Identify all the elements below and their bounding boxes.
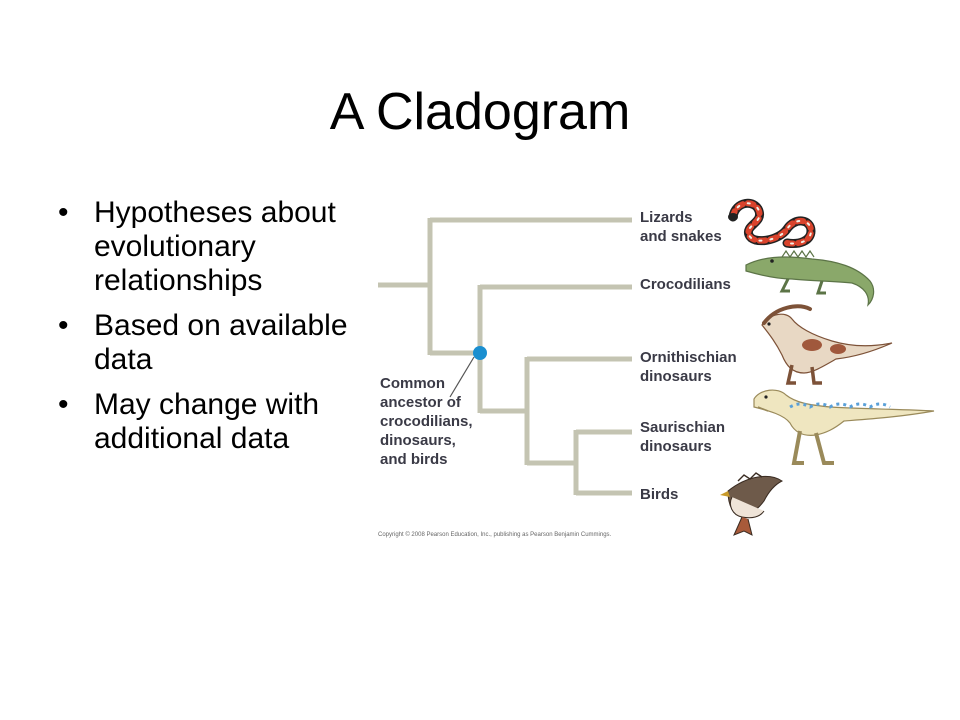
ancestor-label-line: crocodilians, <box>380 413 473 430</box>
bullet-item: • Hypotheses about evolutionary relation… <box>58 196 358 298</box>
ancestor-label-line: Common <box>380 375 445 392</box>
bullet-text: Based on available data <box>94 309 348 376</box>
bullet-text: May change with additional data <box>94 388 320 455</box>
cladogram: Lizards and snakes Crocodilians Ornithis… <box>378 198 935 538</box>
taxon-label-lizards-2: and snakes <box>640 228 722 245</box>
taxon-label-saurischian-1: Saurischian <box>640 419 725 436</box>
saurischian-icon <box>753 389 935 465</box>
taxon-label-lizards-1: Lizards <box>640 209 693 226</box>
ancestor-pointer <box>449 356 475 398</box>
ancestor-label-line: and birds <box>380 451 448 468</box>
ancestor-label-line: dinosaurs, <box>380 432 456 449</box>
bullet-dot: • <box>58 196 69 229</box>
taxon-label-ornithischian-2: dinosaurs <box>640 368 712 385</box>
ancestor-label: Common ancestor of crocodilians, dinosau… <box>380 375 473 468</box>
ancestor-label-line: ancestor of <box>380 394 462 411</box>
taxon-label-ornithischian-1: Ornithischian <box>640 349 737 366</box>
taxon-label-saurischian-2: dinosaurs <box>640 438 712 455</box>
slide-title: A Cladogram <box>329 83 631 141</box>
bullet-dot: • <box>58 388 69 421</box>
ornithischian-icon <box>761 304 893 385</box>
taxon-label-crocodilians: Crocodilians <box>640 276 731 293</box>
bullet-item: • Based on available data <box>58 309 358 377</box>
bullet-dot: • <box>58 309 69 342</box>
bullet-item: • May change with additional data <box>58 388 358 456</box>
bullet-text: Hypotheses about evolutionary relationsh… <box>94 196 336 297</box>
bullet-list: • Hypotheses about evolutionary relation… <box>58 196 358 467</box>
hawk-icon <box>720 472 783 536</box>
taxon-label-birds: Birds <box>640 486 678 503</box>
copyright-text: Copyright © 2008 Pearson Education, Inc.… <box>378 531 612 538</box>
taxon-labels: Lizards and snakes Crocodilians Ornithis… <box>640 209 737 503</box>
common-ancestor-node <box>473 346 487 360</box>
crocodile-icon <box>745 249 875 307</box>
snake-icon <box>728 198 816 248</box>
